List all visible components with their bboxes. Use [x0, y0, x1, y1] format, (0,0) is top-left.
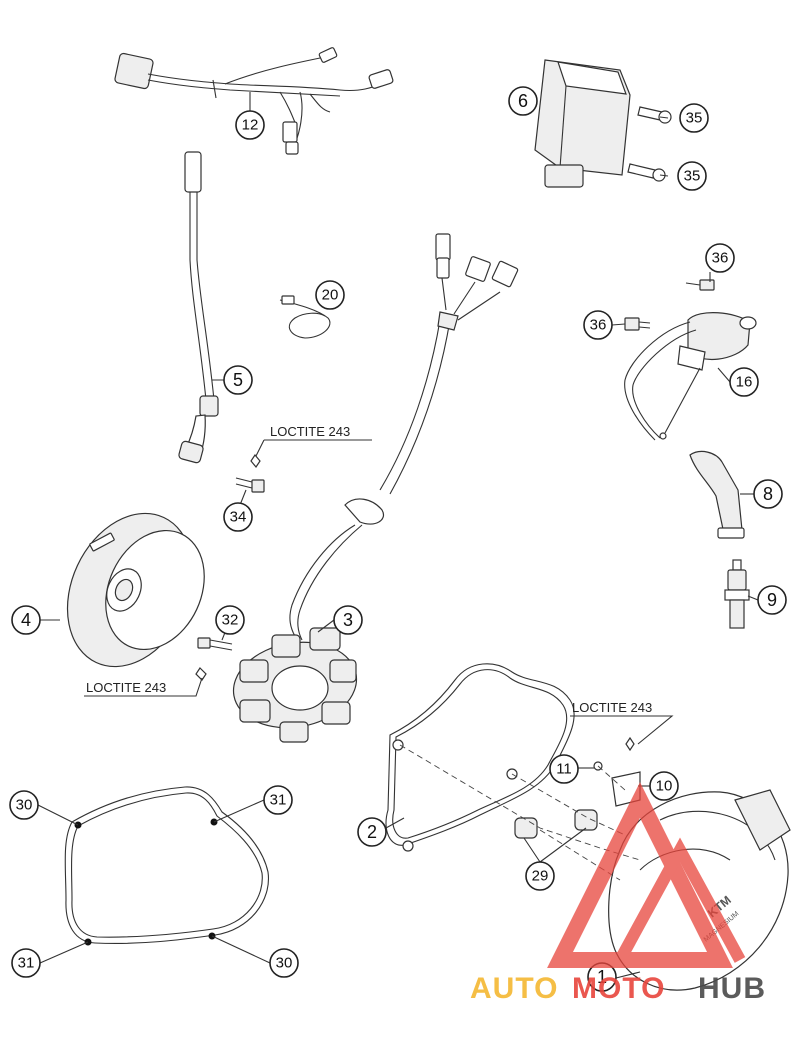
ignition-coil: [624, 279, 757, 441]
callout-5: 5: [223, 365, 253, 395]
svg-text:12: 12: [242, 117, 259, 134]
svg-text:11: 11: [556, 761, 572, 778]
gasket-2: [385, 663, 575, 852]
svg-text:4: 4: [21, 610, 31, 630]
callout-31-upper: 31: [263, 785, 293, 815]
svg-text:32: 32: [222, 612, 239, 629]
callout-2: 2: [357, 817, 387, 847]
assembly-lines: [399, 744, 641, 881]
bracket-10: [593, 736, 641, 807]
svg-text:20: 20: [322, 287, 339, 304]
svg-text:34: 34: [230, 509, 247, 526]
callout-4: 4: [11, 605, 41, 635]
callout-36-upper: 36: [705, 243, 735, 273]
svg-text:30: 30: [276, 955, 293, 972]
callout-10: 10: [649, 771, 679, 801]
spark-plug: [724, 559, 750, 629]
callout-35-lower: 35: [677, 161, 707, 191]
svg-text:30: 30: [16, 797, 33, 814]
cable-tie: [279, 295, 331, 339]
callout-30-upper: 30: [9, 790, 39, 820]
stator-assembly: [232, 233, 519, 743]
spark-plug-cap: [689, 450, 745, 539]
svg-text:29: 29: [532, 868, 549, 885]
sensor-cable: [178, 151, 219, 464]
bolt-34: [235, 453, 265, 493]
watermark-text: AUTO MOTO HUB: [470, 972, 766, 1005]
svg-text:2: 2: [367, 822, 377, 842]
watermark-hub: HUB: [698, 972, 766, 1005]
svg-text:9: 9: [767, 590, 777, 610]
bolt-32: [195, 637, 233, 681]
svg-text:31: 31: [270, 792, 287, 809]
callout-9: 9: [757, 585, 787, 615]
callout-31-lower: 31: [11, 948, 41, 978]
svg-text:35: 35: [684, 168, 701, 185]
svg-text:31: 31: [18, 955, 35, 972]
callout-29: 29: [525, 861, 555, 891]
wiring-harness: [114, 47, 394, 155]
svg-text:35: 35: [686, 110, 703, 127]
callout-35-upper: 35: [679, 103, 709, 133]
watermark-logo-icon: [547, 782, 746, 968]
leader-lines: [37, 92, 759, 979]
svg-text:10: 10: [656, 778, 673, 795]
svg-text:1: 1: [597, 967, 607, 987]
loctite-note-left: LOCTITE 243: [86, 680, 166, 695]
flywheel: [66, 512, 205, 668]
cdi-unit: [534, 59, 672, 188]
watermark-auto: AUTO: [470, 972, 558, 1005]
callout-34: 34: [223, 502, 253, 532]
loctite-note-right: LOCTITE 243: [572, 700, 652, 715]
svg-text:36: 36: [712, 250, 729, 267]
callout-32: 32: [215, 605, 245, 635]
callout-20: 20: [315, 280, 345, 310]
svg-text:8: 8: [763, 484, 773, 504]
callout-16: 16: [729, 367, 759, 397]
callout-8: 8: [753, 479, 783, 509]
callout-12: 12: [235, 110, 265, 140]
callout-30-lower: 30: [269, 948, 299, 978]
svg-text:16: 16: [736, 374, 753, 391]
svg-text:3: 3: [343, 610, 353, 630]
watermark-moto: MOTO: [572, 972, 665, 1005]
dowel-29: [514, 809, 598, 839]
callout-6: 6: [508, 86, 538, 116]
callout-36-left: 36: [583, 310, 613, 340]
svg-text:6: 6: [518, 91, 528, 111]
gasket-30-31: [64, 786, 270, 946]
svg-text:36: 36: [590, 317, 607, 334]
loctite-note-upper: LOCTITE 243: [270, 424, 350, 439]
loctite-notes: LOCTITE 243 LOCTITE 243 LOCTITE 243: [86, 424, 652, 715]
callout-11: 11: [549, 754, 579, 784]
svg-text:5: 5: [233, 370, 243, 390]
callout-3: 3: [333, 605, 363, 635]
